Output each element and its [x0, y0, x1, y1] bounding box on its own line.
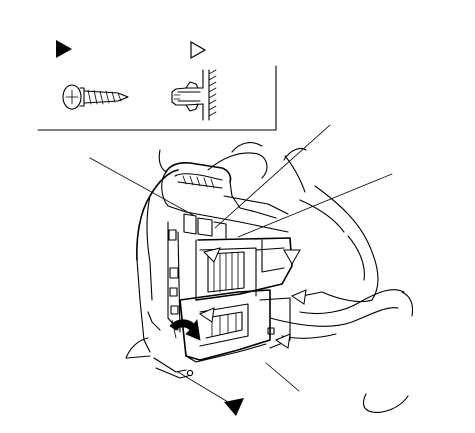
- clip-marker-upper-right: [283, 249, 301, 266]
- instrument-panel: [136, 149, 293, 379]
- leader-lines: [89, 124, 393, 403]
- open-triangle-marker: [190, 40, 207, 60]
- leader-line-upper-center: [214, 124, 331, 229]
- clip-marker-middle-right: [290, 289, 307, 305]
- screw-icon: [62, 84, 129, 110]
- clip-marker-middle-left: [198, 307, 215, 323]
- leader-line-bottom: [177, 371, 229, 403]
- leader-line-upper-left: [89, 157, 194, 216]
- legend-frame: [37, 65, 277, 131]
- clip-marker-lower-right: [274, 333, 291, 349]
- screw-marker-bottom: [224, 398, 244, 416]
- fastener-legend: [37, 40, 277, 131]
- clip-marker-upper-left: [203, 247, 221, 263]
- removal-direction-arrow: [169, 318, 201, 341]
- leader-line-upper-right: [237, 173, 393, 238]
- leader-line-lower-right: [265, 362, 300, 392]
- clip-icon: [171, 69, 217, 121]
- markers: [198, 247, 307, 416]
- filled-triangle-marker: [56, 40, 72, 58]
